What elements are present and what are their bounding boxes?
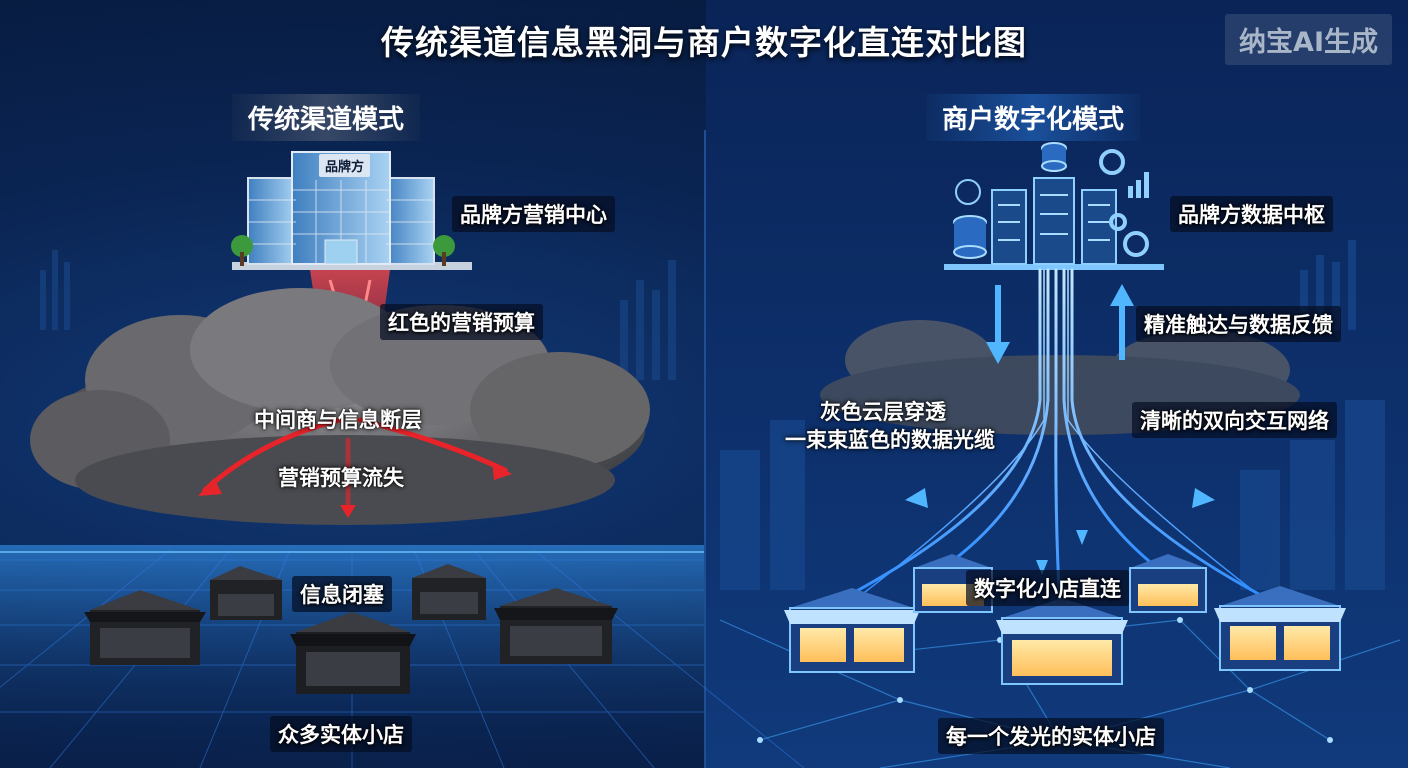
marketing-budget-label: 红色的营销预算 (380, 304, 543, 340)
data-cable-label: 一束束蓝色的数据光缆 (785, 424, 995, 454)
middleman-label: 中间商与信息断层 (254, 404, 422, 434)
brand-marketing-center-label: 品牌方营销中心 (452, 196, 615, 232)
right-panel-heading: 商户数字化模式 (926, 94, 1140, 141)
glowing-stores-label: 每一个发光的实体小店 (938, 718, 1164, 754)
page-title: 传统渠道信息黑洞与商户数字化直连对比图 (0, 16, 1408, 64)
data-hub-label: 品牌方数据中枢 (1170, 196, 1333, 232)
direct-store-label: 数字化小店直连 (966, 570, 1129, 606)
watermark-badge: 纳宝AI生成 (1225, 14, 1392, 65)
many-stores-label: 众多实体小店 (270, 716, 412, 752)
left-panel-heading: 传统渠道模式 (232, 94, 420, 141)
bidirectional-network-label: 清晰的双向交互网络 (1132, 402, 1337, 438)
feedback-label: 精准触达与数据反馈 (1136, 306, 1341, 342)
info-closed-label: 信息闭塞 (292, 576, 392, 612)
cloud-penetrate-label: 灰色云层穿透 (820, 396, 946, 426)
budget-loss-label: 营销预算流失 (278, 462, 404, 492)
building-sign: 品牌方 (319, 154, 370, 177)
